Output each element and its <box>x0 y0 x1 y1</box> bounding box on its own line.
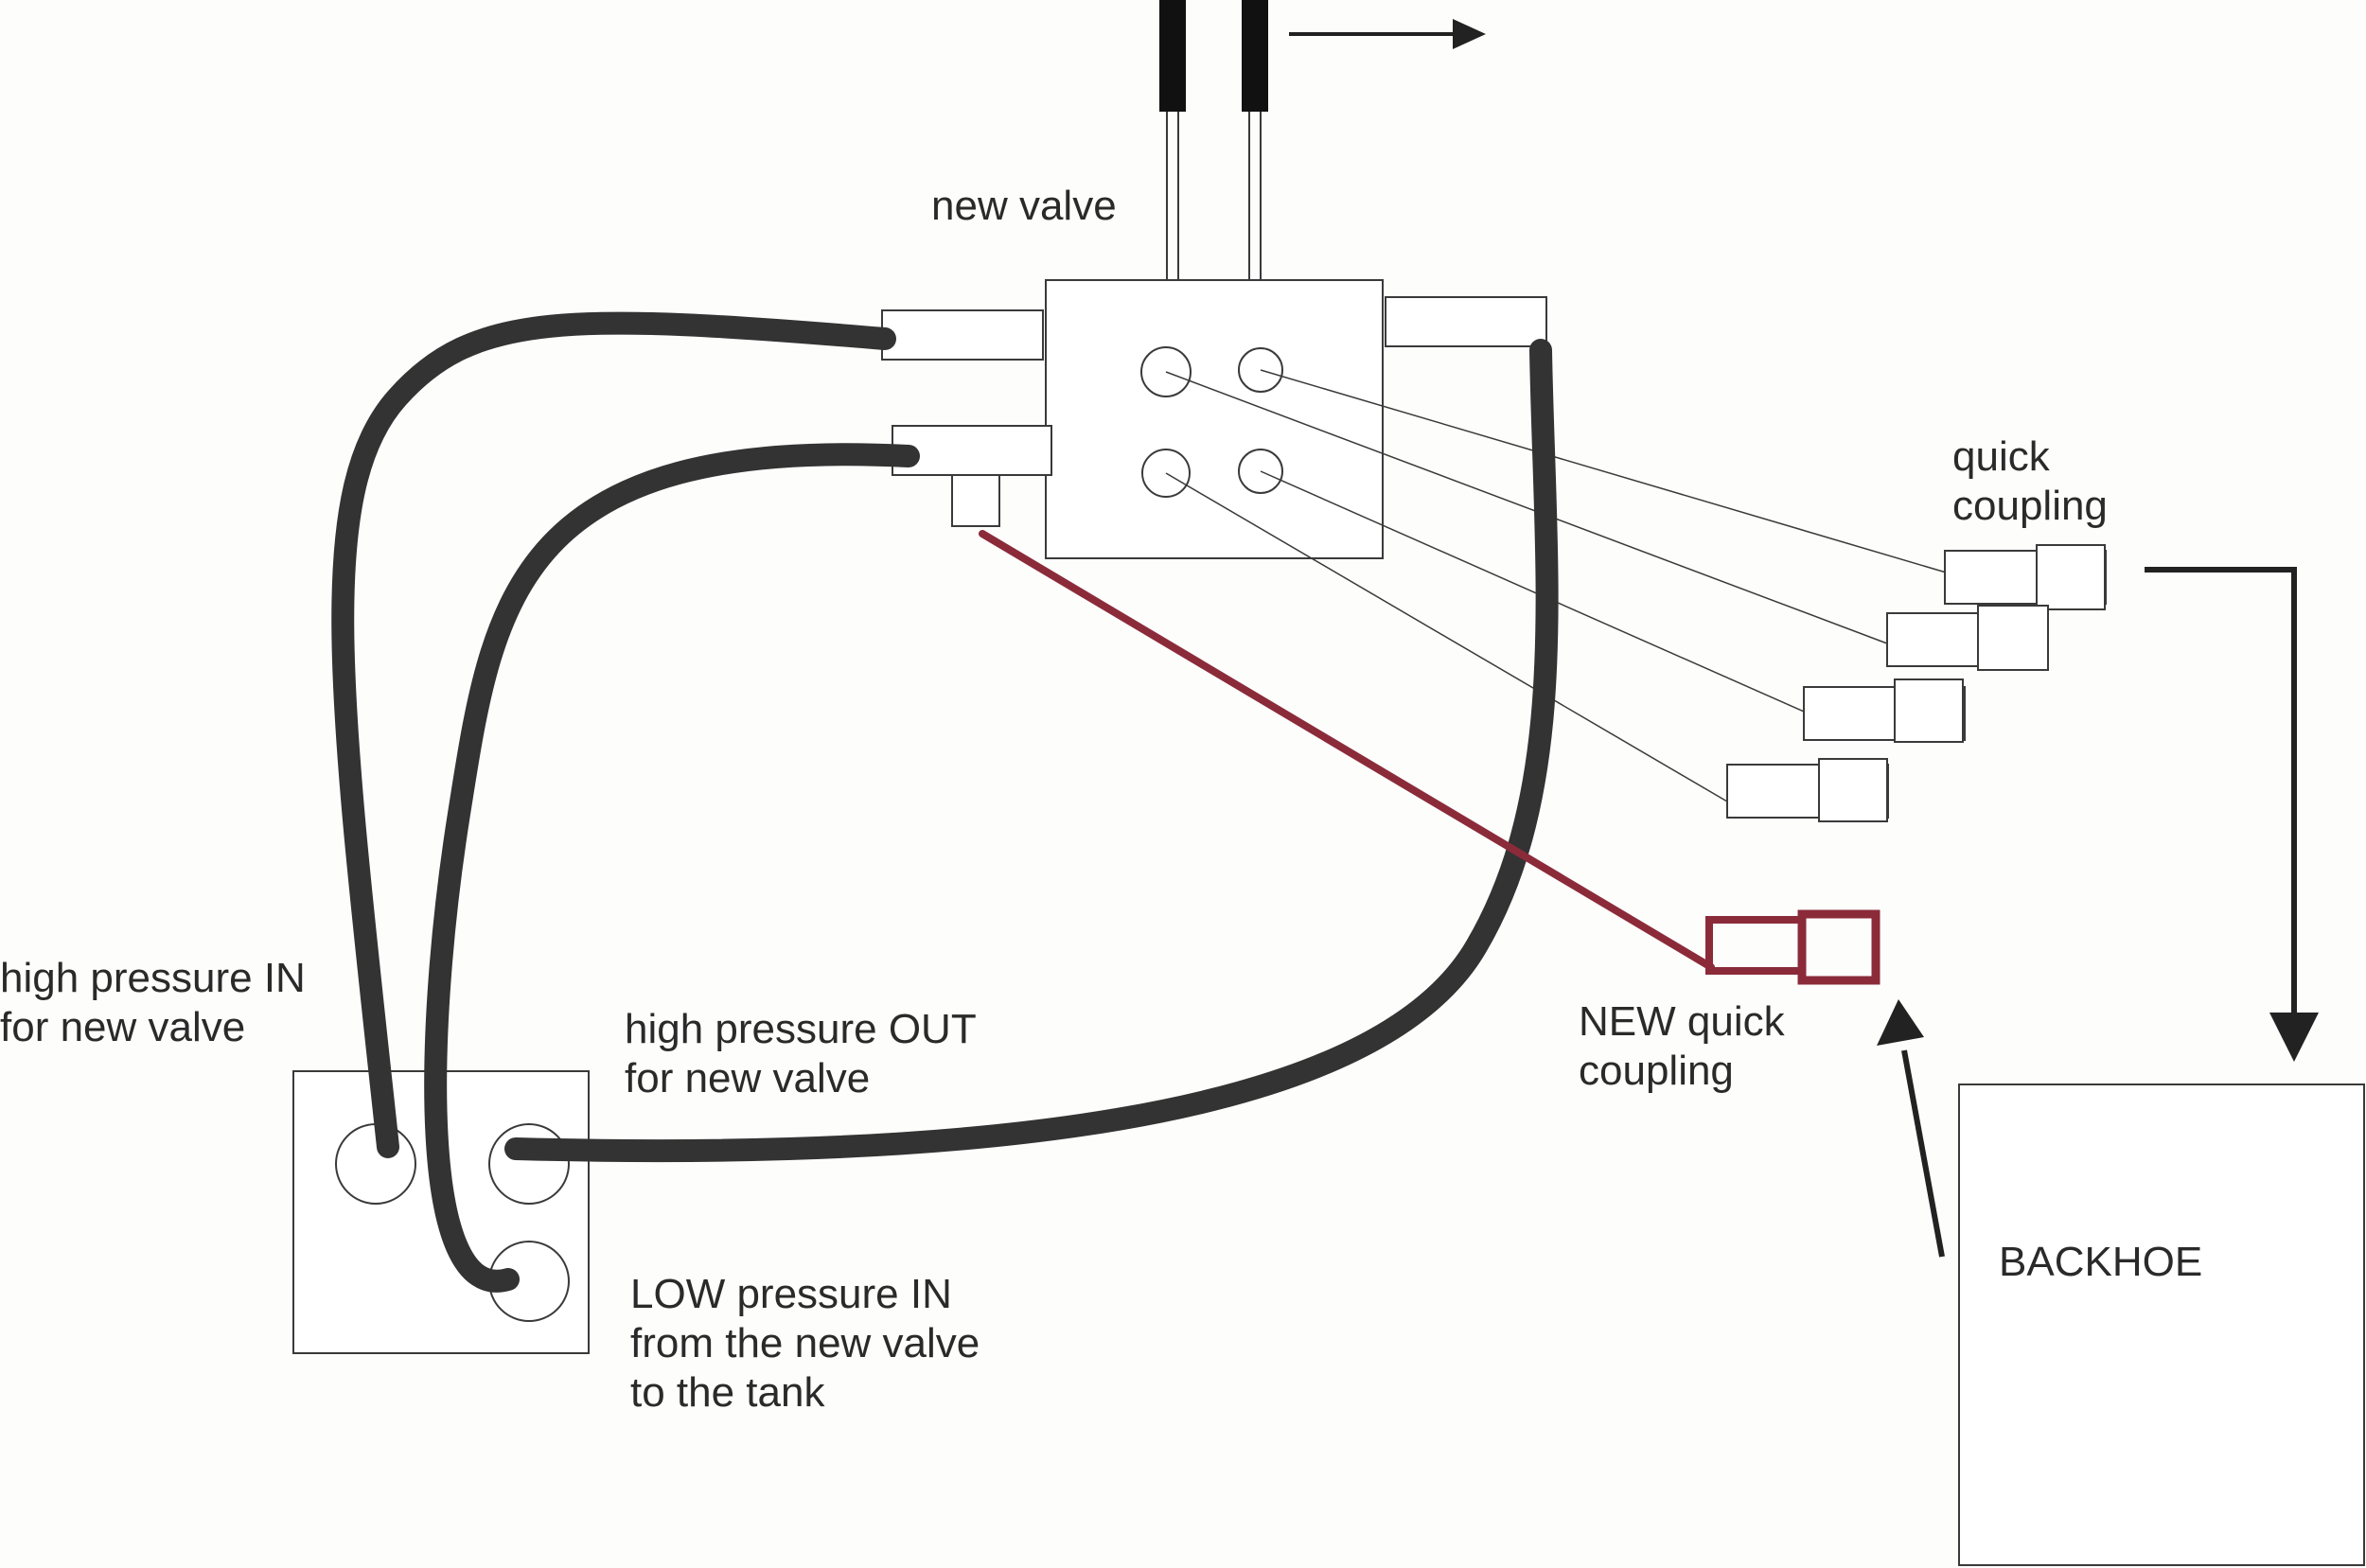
quick-coupling-3 <box>1803 678 1966 743</box>
hoses <box>331 311 1559 1293</box>
valve-port-top-left <box>881 309 1044 361</box>
lever-direction-arrow-icon <box>1289 19 1486 49</box>
label-backhoe: BACKHOE <box>1999 1239 2202 1285</box>
arrow-up-icon <box>1877 999 1924 1046</box>
label-high-pressure-in: high pressure IN for new valve <box>0 955 317 1050</box>
label-high-pressure-out: high pressure OUT for new valve <box>625 1006 987 1101</box>
quick-coupling-4 <box>1726 758 1889 822</box>
arrow-from-backhoe <box>1901 1049 1945 1258</box>
hose-high-pressure-in <box>331 311 896 1158</box>
label-low-pressure-in: LOW pressure IN from the new valve to th… <box>630 1271 992 1416</box>
arrow-down-icon <box>2269 1013 2319 1062</box>
lever-2-handle <box>1242 0 1268 112</box>
quick-coupling-2 <box>1886 605 2049 671</box>
new-line <box>979 530 1880 985</box>
lever-1-handle <box>1159 0 1186 112</box>
valve-port-top-right <box>1385 296 1547 347</box>
hose-low-pressure <box>424 443 920 1293</box>
new-quick-coupling-right <box>1797 909 1880 985</box>
tank-port-high-out <box>488 1123 570 1205</box>
valve-port-bottom-stub <box>951 474 1000 527</box>
label-new-valve: new valve <box>931 183 1117 229</box>
valve-port-mid-left <box>892 425 1052 476</box>
arrow-to-backhoe <box>2145 567 2297 1022</box>
valve-levers <box>1159 0 1268 280</box>
backhoe-box <box>1958 1084 2365 1566</box>
coupling-lines <box>1165 369 1969 802</box>
new-valve-body <box>881 279 1547 559</box>
new-quick-coupling-left <box>1705 916 1806 975</box>
label-quick-coupling: quick coupling <box>1952 433 2108 529</box>
quick-couplings <box>1726 544 2107 822</box>
backhoe-arrows <box>1877 567 2319 1258</box>
label-new-quick-coupling: NEW quick coupling <box>1579 998 1796 1094</box>
hose-high-pressure-out <box>504 339 1559 1163</box>
quick-coupling-1 <box>1944 544 2107 610</box>
